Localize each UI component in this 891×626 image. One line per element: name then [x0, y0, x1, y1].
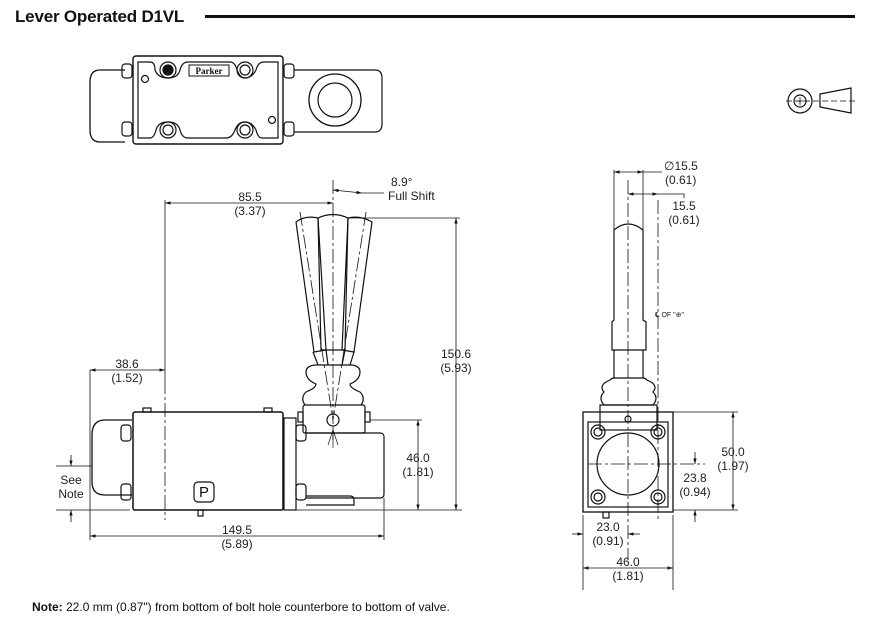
- dim-knob-offset-in: (0.61): [668, 213, 699, 227]
- dim-pivot-height-in: (1.81): [402, 465, 433, 479]
- dim-knob-diameter-in: (0.61): [665, 173, 696, 187]
- port-label: P: [199, 484, 209, 501]
- dim-body-width-mm: 46.0: [616, 555, 640, 569]
- side-view: [572, 170, 738, 590]
- lever-angle-label: Full Shift: [388, 189, 435, 203]
- footnote: Note: 22.0 mm (0.87") from bottom of bol…: [32, 600, 450, 614]
- dim-lever-offset-mm: 85.5: [238, 190, 262, 204]
- dim-body-height-in: (1.97): [717, 459, 748, 473]
- lever-angle-value: 8.9°: [391, 175, 413, 189]
- dim-knob-offset-mm: 15.5: [672, 199, 696, 213]
- dim-overall-height-in: (5.93): [440, 361, 471, 375]
- top-view: Parker: [89, 55, 383, 145]
- dim-overall-length-mm: 149.5: [222, 523, 252, 537]
- dim-center-height-mm: 23.8: [683, 471, 707, 485]
- dim-lever-offset-in: (3.37): [234, 204, 265, 218]
- parker-logo: Parker: [196, 66, 223, 76]
- footnote-text: 22.0 mm (0.87") from bottom of bolt hole…: [62, 600, 450, 614]
- title-rule: [205, 15, 855, 18]
- page-title: Lever Operated D1VL: [15, 7, 185, 26]
- dim-knob-diameter-mm: ∅15.5: [664, 159, 698, 173]
- third-angle-projection-icon: [786, 87, 855, 114]
- see-note-line1: See: [60, 473, 82, 487]
- front-view: P: [56, 180, 462, 540]
- dim-body-width-in: (1.81): [612, 569, 643, 583]
- dim-pivot-height-mm: 46.0: [406, 451, 430, 465]
- dim-overall-height-mm: 150.6: [441, 347, 471, 361]
- dim-body-offset-mm: 38.6: [115, 357, 139, 371]
- dim-body-height-mm: 50.0: [721, 445, 745, 459]
- dim-center-width-in: (0.91): [592, 534, 623, 548]
- dim-overall-length-in: (5.89): [221, 537, 252, 551]
- dim-body-offset-in: (1.52): [111, 371, 142, 385]
- dim-center-height-in: (0.94): [679, 485, 710, 499]
- dim-center-width-mm: 23.0: [596, 520, 620, 534]
- see-note-line2: Note: [58, 487, 84, 501]
- footnote-label: Note:: [32, 600, 63, 614]
- centerline-note: ℄ OF "⊕": [654, 312, 684, 319]
